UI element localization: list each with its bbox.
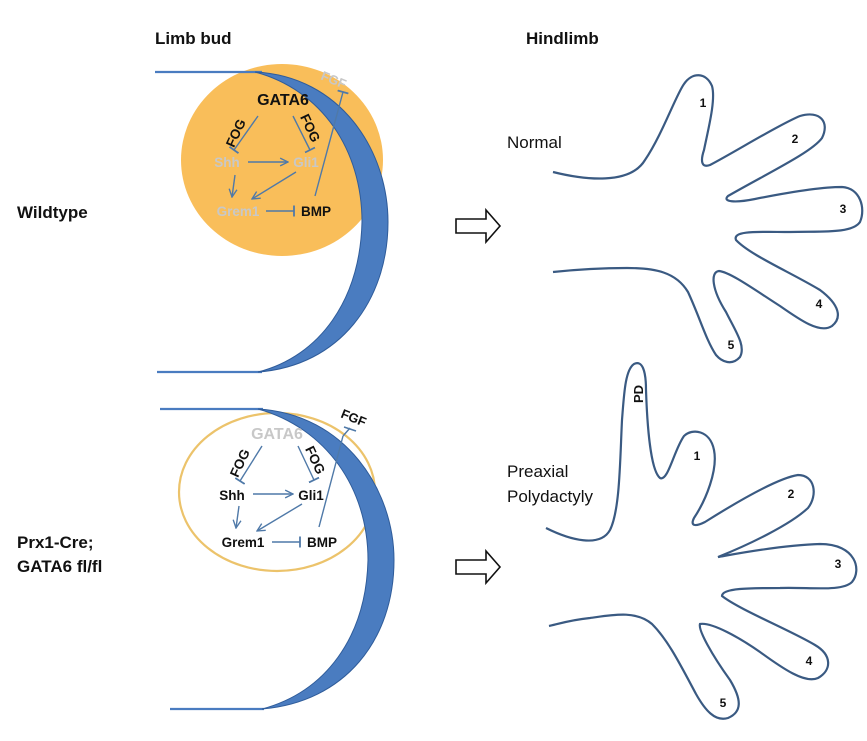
- limb-bud-wildtype: GATA6 FOG FOG Shh Gli1 Grem1 BMP FGF: [155, 64, 389, 374]
- genotype-label-line1: Prx1-Cre;: [17, 533, 94, 552]
- aer-crescent: [254, 71, 389, 373]
- inhibition-gata6-shh: [228, 115, 259, 154]
- hindlimb-normal: Normal 1 2 3 4 5: [507, 74, 864, 364]
- gene-bmp: BMP: [301, 204, 331, 219]
- gene-gata6: GATA6: [257, 92, 309, 109]
- gene-fog-right: FOG: [302, 444, 328, 477]
- activation-shh-grem1: [232, 174, 235, 197]
- inhibition-bmp-fgf: [314, 89, 349, 197]
- gene-gli1: Gli1: [298, 488, 324, 503]
- inhibition-gata6-gli1: [292, 115, 316, 154]
- phenotype-label-line1: Preaxial: [507, 462, 568, 481]
- digit-label-5: 5: [720, 696, 727, 710]
- header-limb-bud: Limb bud: [155, 29, 231, 48]
- arrow-right-icon: [455, 207, 502, 245]
- aer-crescent: [257, 408, 395, 710]
- inhibition-gata6-gli1: [297, 445, 320, 484]
- digit-label-1: 1: [700, 96, 707, 110]
- activation-gli1-grem1: [257, 503, 303, 531]
- gene-gata6: GATA6: [251, 426, 303, 443]
- gene-gli1: Gli1: [293, 155, 319, 170]
- hindlimb-polydactyly: Preaxial Polydactyly PD 1 2 3 4 5: [507, 362, 858, 720]
- activation-shh-grem1: [236, 505, 239, 528]
- hand-outline: [552, 74, 864, 364]
- digit-label-2: 2: [792, 132, 799, 146]
- digit-label-3: 3: [835, 557, 842, 571]
- genotype-label-line2: GATA6 fl/fl: [17, 557, 102, 576]
- gene-fog-left: FOG: [227, 447, 253, 480]
- digit-label-4: 4: [816, 297, 823, 311]
- gene-grem1: Grem1: [222, 535, 265, 550]
- digit-label-4: 4: [806, 654, 813, 668]
- digit-label-3: 3: [840, 202, 847, 216]
- arrow-right-icon: [455, 548, 502, 586]
- gene-bmp: BMP: [307, 535, 337, 550]
- gene-grem1: Grem1: [217, 204, 260, 219]
- gene-shh: Shh: [214, 155, 240, 170]
- digit-label-pd: PD: [631, 385, 646, 403]
- gene-fgf: FGF: [339, 406, 369, 430]
- hand-outline: [545, 362, 858, 720]
- activation-gli1-grem1: [252, 171, 297, 199]
- gene-shh: Shh: [219, 488, 245, 503]
- inhibition-bar: [343, 426, 357, 432]
- inhibition-bmp-fgf: [318, 435, 344, 528]
- digit-label-1: 1: [694, 449, 701, 463]
- genotype-label-wildtype: Wildtype: [17, 203, 88, 222]
- inhibition-gata6-shh: [234, 445, 263, 485]
- header-hindlimb: Hindlimb: [526, 29, 599, 48]
- limb-bud-mutant: GATA6 FOG FOG Shh Gli1 Grem1 BMP FGF: [160, 406, 395, 711]
- digit-label-2: 2: [788, 487, 795, 501]
- phenotype-label-line2: Polydactyly: [507, 487, 593, 506]
- digit-label-5: 5: [728, 338, 735, 352]
- phenotype-label-normal: Normal: [507, 133, 562, 152]
